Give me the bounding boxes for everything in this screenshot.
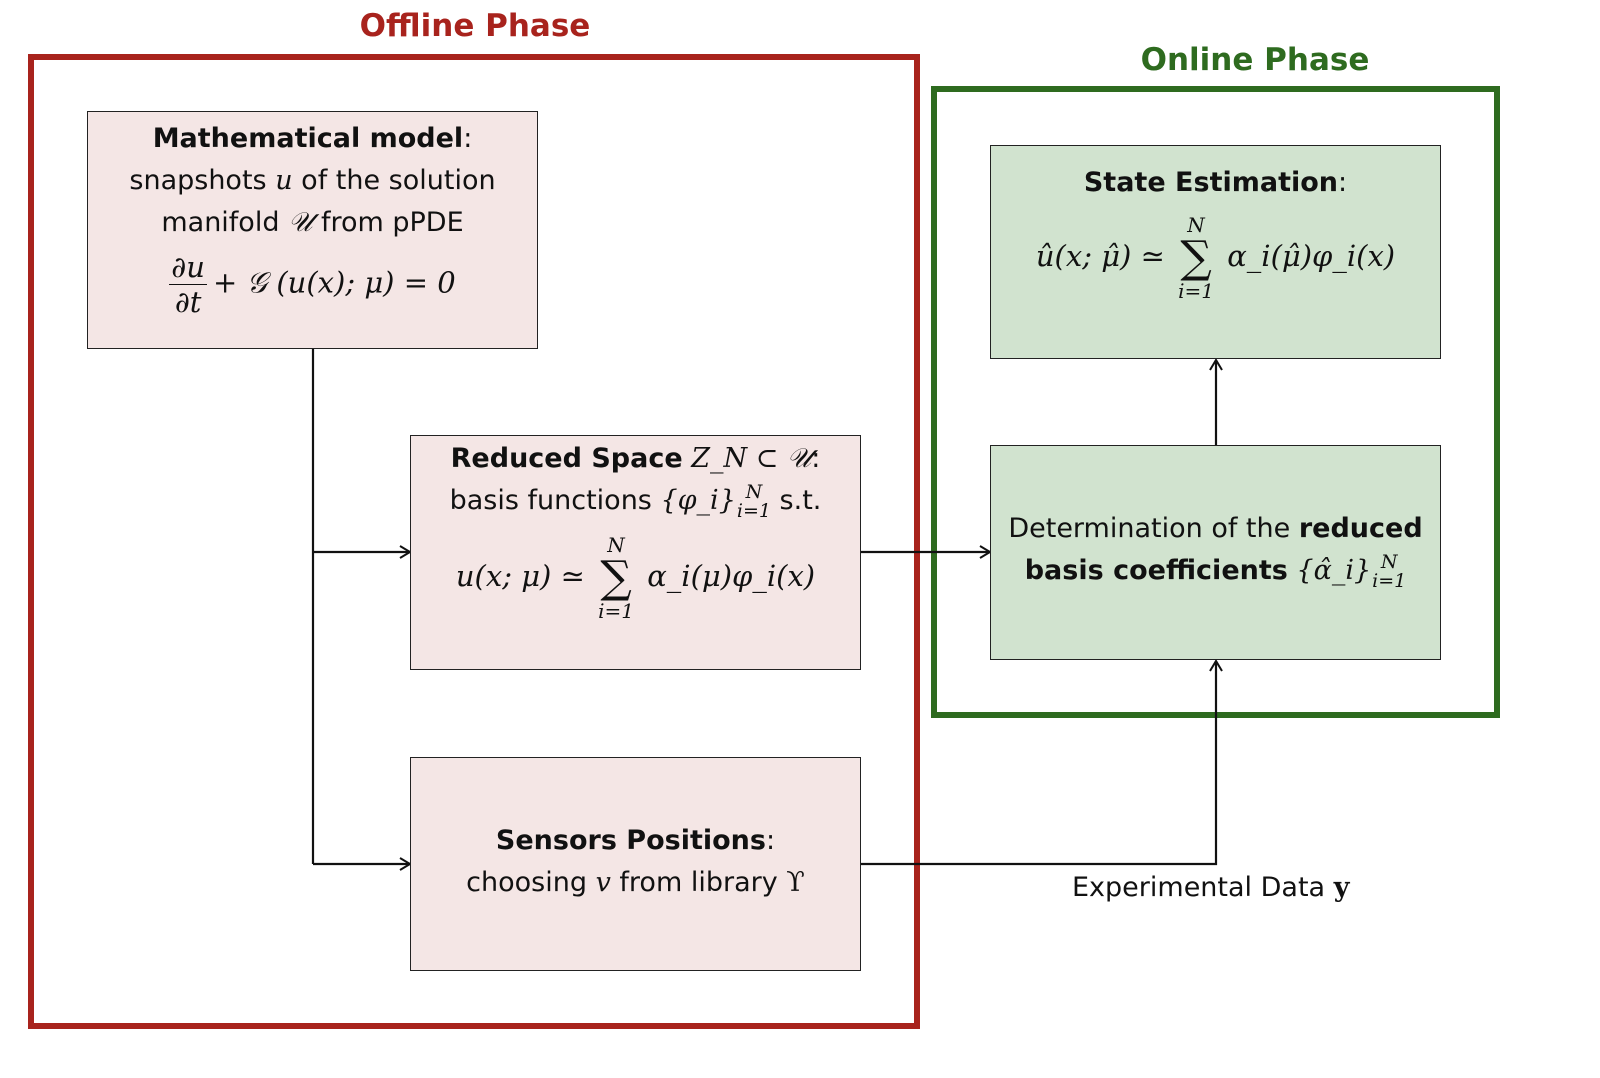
text-bold-fragment: reduced — [1298, 513, 1423, 544]
mathematical-model-line-2: snapshots u of the solution — [88, 160, 537, 202]
summation-sign: N ∑ i=1 — [598, 534, 634, 622]
experimental-data-label: Experimental Data y — [1072, 872, 1349, 903]
basis-function-set: {φ_i} — [660, 485, 736, 516]
math-var-y: y — [1333, 872, 1350, 903]
text-fragment: s.t. — [770, 485, 822, 516]
coefficients-line-1: Determination of the reduced — [991, 508, 1440, 550]
sum-upper-limit: N — [607, 533, 625, 557]
sum-lower-limit: i=1 — [598, 599, 634, 623]
math-manifold-U: 𝒰 — [288, 207, 313, 238]
equation-lhs: u(x; μ) ≃ — [455, 559, 585, 593]
offline-phase-title: Offline Phase — [359, 8, 591, 44]
reduced-space-math: Z_N ⊂ 𝒰 — [691, 443, 812, 474]
state-estimation-equation: û(x; μ̂) ≃ N ∑ i=1 α_i(μ̂)φ_i(x) — [991, 214, 1440, 302]
mathematical-model-box: Mathematical model: snapshots u of the s… — [87, 111, 538, 349]
state-estimation-heading: State Estimation — [1083, 167, 1339, 198]
text-bold-fragment: basis coefficients — [1024, 555, 1288, 586]
text-fragment: manifold — [161, 207, 289, 238]
text-fragment: of the solution — [292, 165, 496, 196]
equation-lhs: û(x; μ̂) ≃ — [1035, 239, 1165, 273]
text-fragment: basis functions — [449, 485, 661, 516]
sensors-positions-box: Sensors Positions: choosing v from libra… — [410, 757, 861, 971]
summation-sign: N ∑ i=1 — [1178, 214, 1214, 302]
coefficient-set: {α̂_i} — [1296, 555, 1372, 586]
fraction-denominator: ∂t — [174, 285, 202, 319]
online-phase-title: Online Phase — [1140, 42, 1370, 78]
text-fragment: Determination of the — [1008, 513, 1299, 544]
sensors-positions-heading: Sensors Positions — [495, 825, 766, 856]
mathematical-model-line-3: manifold 𝒰 from pPDE — [88, 202, 537, 244]
state-estimation-heading-line: State Estimation: — [1083, 167, 1348, 198]
sensors-positions-line-2: choosing v from library ϒ — [411, 862, 860, 904]
text-fragment: from library — [610, 867, 787, 898]
reduced-space-heading-line: Reduced Space Z_N ⊂ 𝒰: — [450, 443, 821, 474]
pde-time-derivative: ∂u ∂t — [169, 250, 207, 319]
sensors-positions-heading-line: Sensors Positions: — [495, 825, 776, 856]
library-upsilon: ϒ — [786, 867, 805, 898]
equation-rhs: α_i(μ)φ_i(x) — [647, 559, 816, 593]
text-fragment: choosing — [466, 867, 596, 898]
pde-equation: ∂u ∂t + 𝒢 (u(x); μ) = 0 — [88, 250, 537, 319]
sum-lower-limit: i=1 — [1178, 279, 1214, 303]
reduced-space-box: Reduced Space Z_N ⊂ 𝒰: basis functions {… — [410, 435, 861, 670]
set-upper-limit: N — [1380, 550, 1398, 573]
mathematical-model-heading: Mathematical model — [152, 123, 464, 154]
text-fragment: snapshots — [129, 165, 276, 196]
state-estimation-box: State Estimation: û(x; μ̂) ≃ N ∑ i=1 α_i… — [990, 145, 1441, 359]
math-var-u: u — [275, 165, 293, 196]
sigma-symbol: ∑ — [1180, 232, 1212, 283]
coefficients-box: Determination of the reduced basis coeff… — [990, 445, 1441, 660]
mathematical-model-heading-line: Mathematical model: — [152, 123, 473, 154]
offline-phase-frame — [28, 54, 920, 1029]
text-fragment: from pPDE — [312, 207, 464, 238]
set-lower-limit: i=1 — [1372, 569, 1407, 592]
arrow-sensors-to-coefficients — [861, 659, 1223, 866]
fraction-numerator: ∂u — [169, 250, 207, 285]
text-fragment: Experimental Data — [1072, 872, 1326, 903]
equation-rhs: α_i(μ̂)φ_i(x) — [1227, 239, 1396, 273]
reduced-space-equation: u(x; μ) ≃ N ∑ i=1 α_i(μ)φ_i(x) — [411, 534, 860, 622]
sum-upper-limit: N — [1187, 213, 1205, 237]
pde-equation-rest: + 𝒢 (u(x); μ) = 0 — [212, 265, 456, 300]
set-lower-limit: i=1 — [736, 499, 771, 522]
reduced-space-heading: Reduced Space — [450, 443, 683, 474]
sigma-symbol: ∑ — [600, 552, 632, 603]
set-upper-limit: N — [745, 480, 763, 503]
math-var-v: v — [595, 867, 611, 898]
